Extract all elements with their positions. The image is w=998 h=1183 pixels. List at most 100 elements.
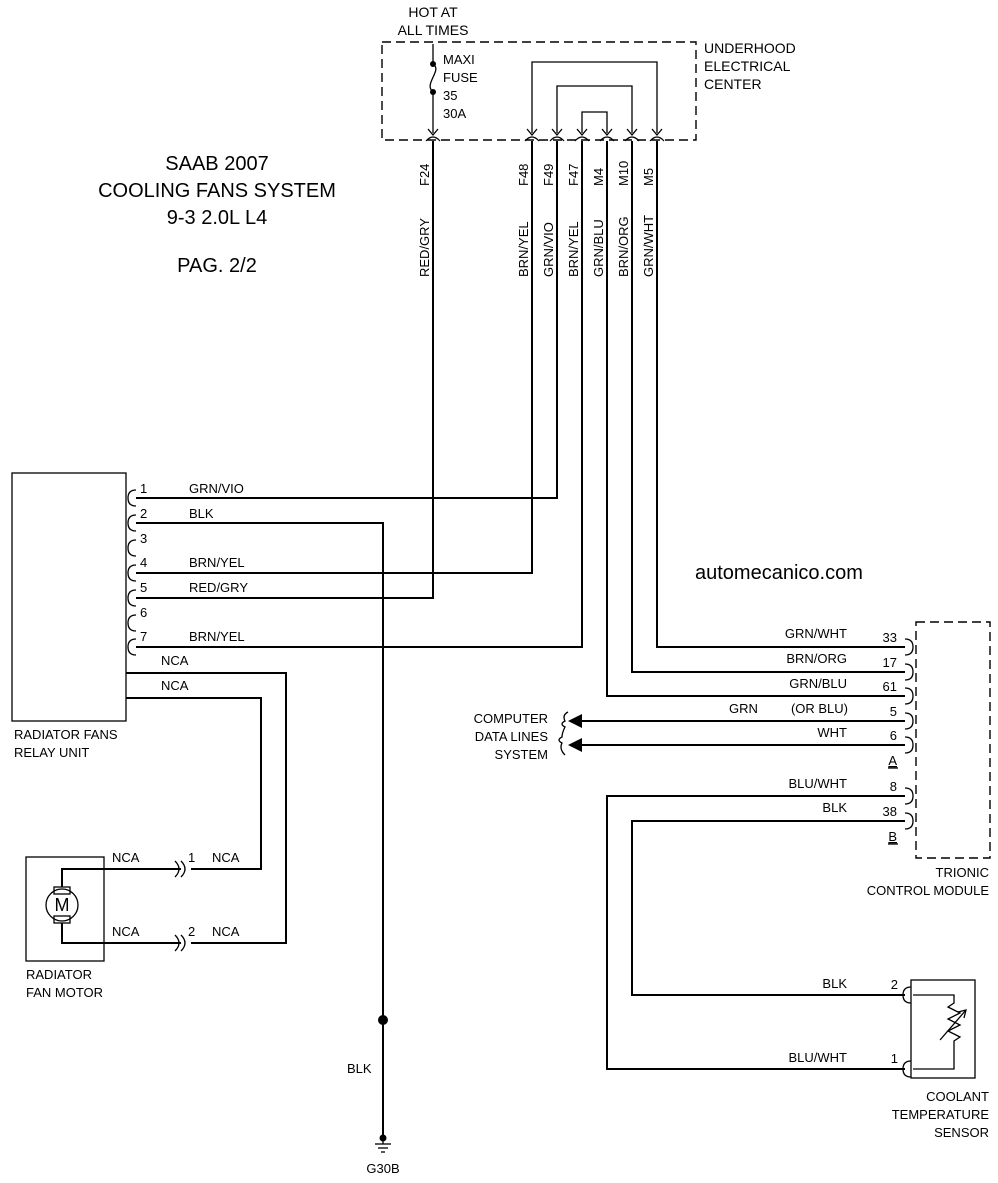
motor-symbol bbox=[45, 886, 79, 924]
motor-box bbox=[25, 856, 105, 962]
ecm-pin-6: 6 bbox=[890, 728, 897, 743]
sensor-pin-2: 2 bbox=[891, 977, 898, 992]
motor-pin-2: 2 bbox=[188, 924, 195, 939]
sensor-wire-2: BLK bbox=[822, 976, 847, 991]
title-line-3: 9-3 2.0L L4 bbox=[167, 207, 267, 229]
data-lines-label-3: SYSTEM bbox=[495, 747, 548, 762]
ecm-pin-b: B bbox=[888, 829, 897, 844]
connector-f47: F47 bbox=[566, 164, 581, 186]
hot-at-label: HOT AT bbox=[408, 4, 458, 20]
sensor-box bbox=[910, 979, 976, 1079]
relay-wire-7: BRN/YEL bbox=[189, 629, 245, 644]
sensor-label-1: COOLANT bbox=[926, 1089, 989, 1104]
title-line-1: SAAB 2007 bbox=[165, 153, 268, 175]
ecm-wire-17: BRN/ORG bbox=[786, 651, 847, 666]
watermark: automecanico.com bbox=[695, 562, 863, 584]
wire-label-f49: GRN/VIO bbox=[541, 222, 556, 277]
ecm-wire-33: GRN/WHT bbox=[785, 626, 847, 641]
wire-label-f48: BRN/YEL bbox=[516, 221, 531, 277]
motor-label-1: RADIATOR bbox=[26, 967, 92, 982]
sensor-label-3: SENSOR bbox=[934, 1125, 989, 1140]
underhood-electrical-center: HOT AT ALL TIMES UNDERHOOD ELECTRICAL CE… bbox=[381, 4, 796, 186]
relay-pin-4: 4 bbox=[140, 555, 147, 570]
relay-label-1: RADIATOR FANS bbox=[14, 727, 118, 742]
fuse-label-2: FUSE bbox=[443, 70, 478, 85]
motor-m-glyph: M bbox=[55, 895, 70, 915]
fuse-label-3: 35 bbox=[443, 88, 457, 103]
motor-wire-right-2: NCA bbox=[212, 924, 240, 939]
title-line-2: COOLING FANS SYSTEM bbox=[98, 180, 336, 202]
relay-nca-1: NCA bbox=[161, 653, 189, 668]
relay-pin-3: 3 bbox=[140, 531, 147, 546]
motor-wire-left-1: NCA bbox=[112, 850, 140, 865]
relay-pin-2: 2 bbox=[140, 506, 147, 521]
page-number: PAG. 2/2 bbox=[177, 255, 257, 277]
data-line-arrows bbox=[558, 711, 582, 756]
ecm-wire-6: WHT bbox=[817, 725, 847, 740]
wire-label-m5: GRN/WHT bbox=[641, 215, 656, 277]
relay-wire-1: GRN/VIO bbox=[189, 481, 244, 496]
maxi-fuse bbox=[429, 44, 437, 133]
wire-label-f47: BRN/YEL bbox=[566, 221, 581, 277]
fuse-label-1: MAXI bbox=[443, 52, 475, 67]
relay-label-2: RELAY UNIT bbox=[14, 745, 89, 760]
ecm-wire-5: GRN bbox=[729, 701, 758, 716]
ground-wire-label: BLK bbox=[347, 1061, 372, 1076]
ecm-pin-8: 8 bbox=[890, 779, 897, 794]
ecm-wire-38: BLK bbox=[822, 800, 847, 815]
wire-blu-wht-sensor bbox=[606, 795, 905, 1070]
wire-brn-yel-f47 bbox=[136, 141, 583, 648]
motor-pin-1: 1 bbox=[188, 850, 195, 865]
sensor-wire-1: BLU/WHT bbox=[789, 1050, 848, 1065]
relay-nca-2: NCA bbox=[161, 678, 189, 693]
connector-m5: M5 bbox=[641, 168, 656, 186]
underhood-label-2: ELECTRICAL bbox=[704, 58, 791, 74]
fuse-label-4: 30A bbox=[443, 106, 466, 121]
ecm-pin-33: 33 bbox=[883, 630, 897, 645]
ecm-wire-5-or-blu: (OR BLU) bbox=[791, 701, 848, 716]
ground-id: G30B bbox=[366, 1161, 399, 1176]
underhood-label-1: UNDERHOOD bbox=[704, 40, 796, 56]
wire-brn-org bbox=[631, 141, 905, 673]
wire-grn-vio bbox=[136, 141, 558, 499]
underhood-box bbox=[381, 41, 697, 141]
ecm-box bbox=[915, 621, 991, 859]
wire-grn-wht bbox=[656, 141, 905, 648]
sensor-pin-1: 1 bbox=[891, 1051, 898, 1066]
ecm-label-2: CONTROL MODULE bbox=[867, 883, 990, 898]
motor-label-2: FAN MOTOR bbox=[26, 985, 103, 1000]
relay-wire-5: RED/GRY bbox=[189, 580, 248, 595]
data-lines-label-1: COMPUTER bbox=[474, 711, 548, 726]
ecm-pin-connectors bbox=[904, 638, 914, 830]
relay-unit-box bbox=[11, 472, 127, 722]
ecm-label-1: TRIONIC bbox=[936, 865, 989, 880]
wire-blk-ground bbox=[136, 522, 384, 1138]
relay-pin-6: 6 bbox=[140, 605, 147, 620]
motor-wire-right-1: NCA bbox=[212, 850, 240, 865]
sensor-pin-connectors bbox=[902, 986, 912, 1078]
wires bbox=[61, 141, 905, 1138]
wire-grn-blu bbox=[606, 141, 905, 697]
connector-f49: F49 bbox=[541, 164, 556, 186]
relay-wire-4: BRN/YEL bbox=[189, 555, 245, 570]
all-times-label: ALL TIMES bbox=[398, 22, 469, 38]
data-lines-label-2: DATA LINES bbox=[475, 729, 549, 744]
connector-f24: F24 bbox=[417, 164, 432, 186]
internal-loop-inner bbox=[581, 111, 608, 133]
ecm-pin-61: 61 bbox=[883, 679, 897, 694]
connector-m10: M10 bbox=[616, 161, 631, 186]
internal-loop-outer bbox=[531, 61, 658, 133]
sensor-thermistor bbox=[913, 994, 967, 1070]
wire-nca-2 bbox=[126, 672, 287, 944]
underhood-label-3: CENTER bbox=[704, 76, 762, 92]
wire-label-f24: RED/GRY bbox=[417, 218, 432, 277]
ecm-pin-a: A bbox=[888, 753, 897, 768]
relay-pin-1: 1 bbox=[140, 481, 147, 496]
ecm-pin-38: 38 bbox=[883, 804, 897, 819]
ecm-pin-5: 5 bbox=[890, 704, 897, 719]
wire-motor-2 bbox=[61, 923, 181, 944]
wire-red-gry bbox=[136, 141, 434, 599]
ecm-wire-61: GRN/BLU bbox=[789, 676, 847, 691]
ecm-pin-17: 17 bbox=[883, 655, 897, 670]
